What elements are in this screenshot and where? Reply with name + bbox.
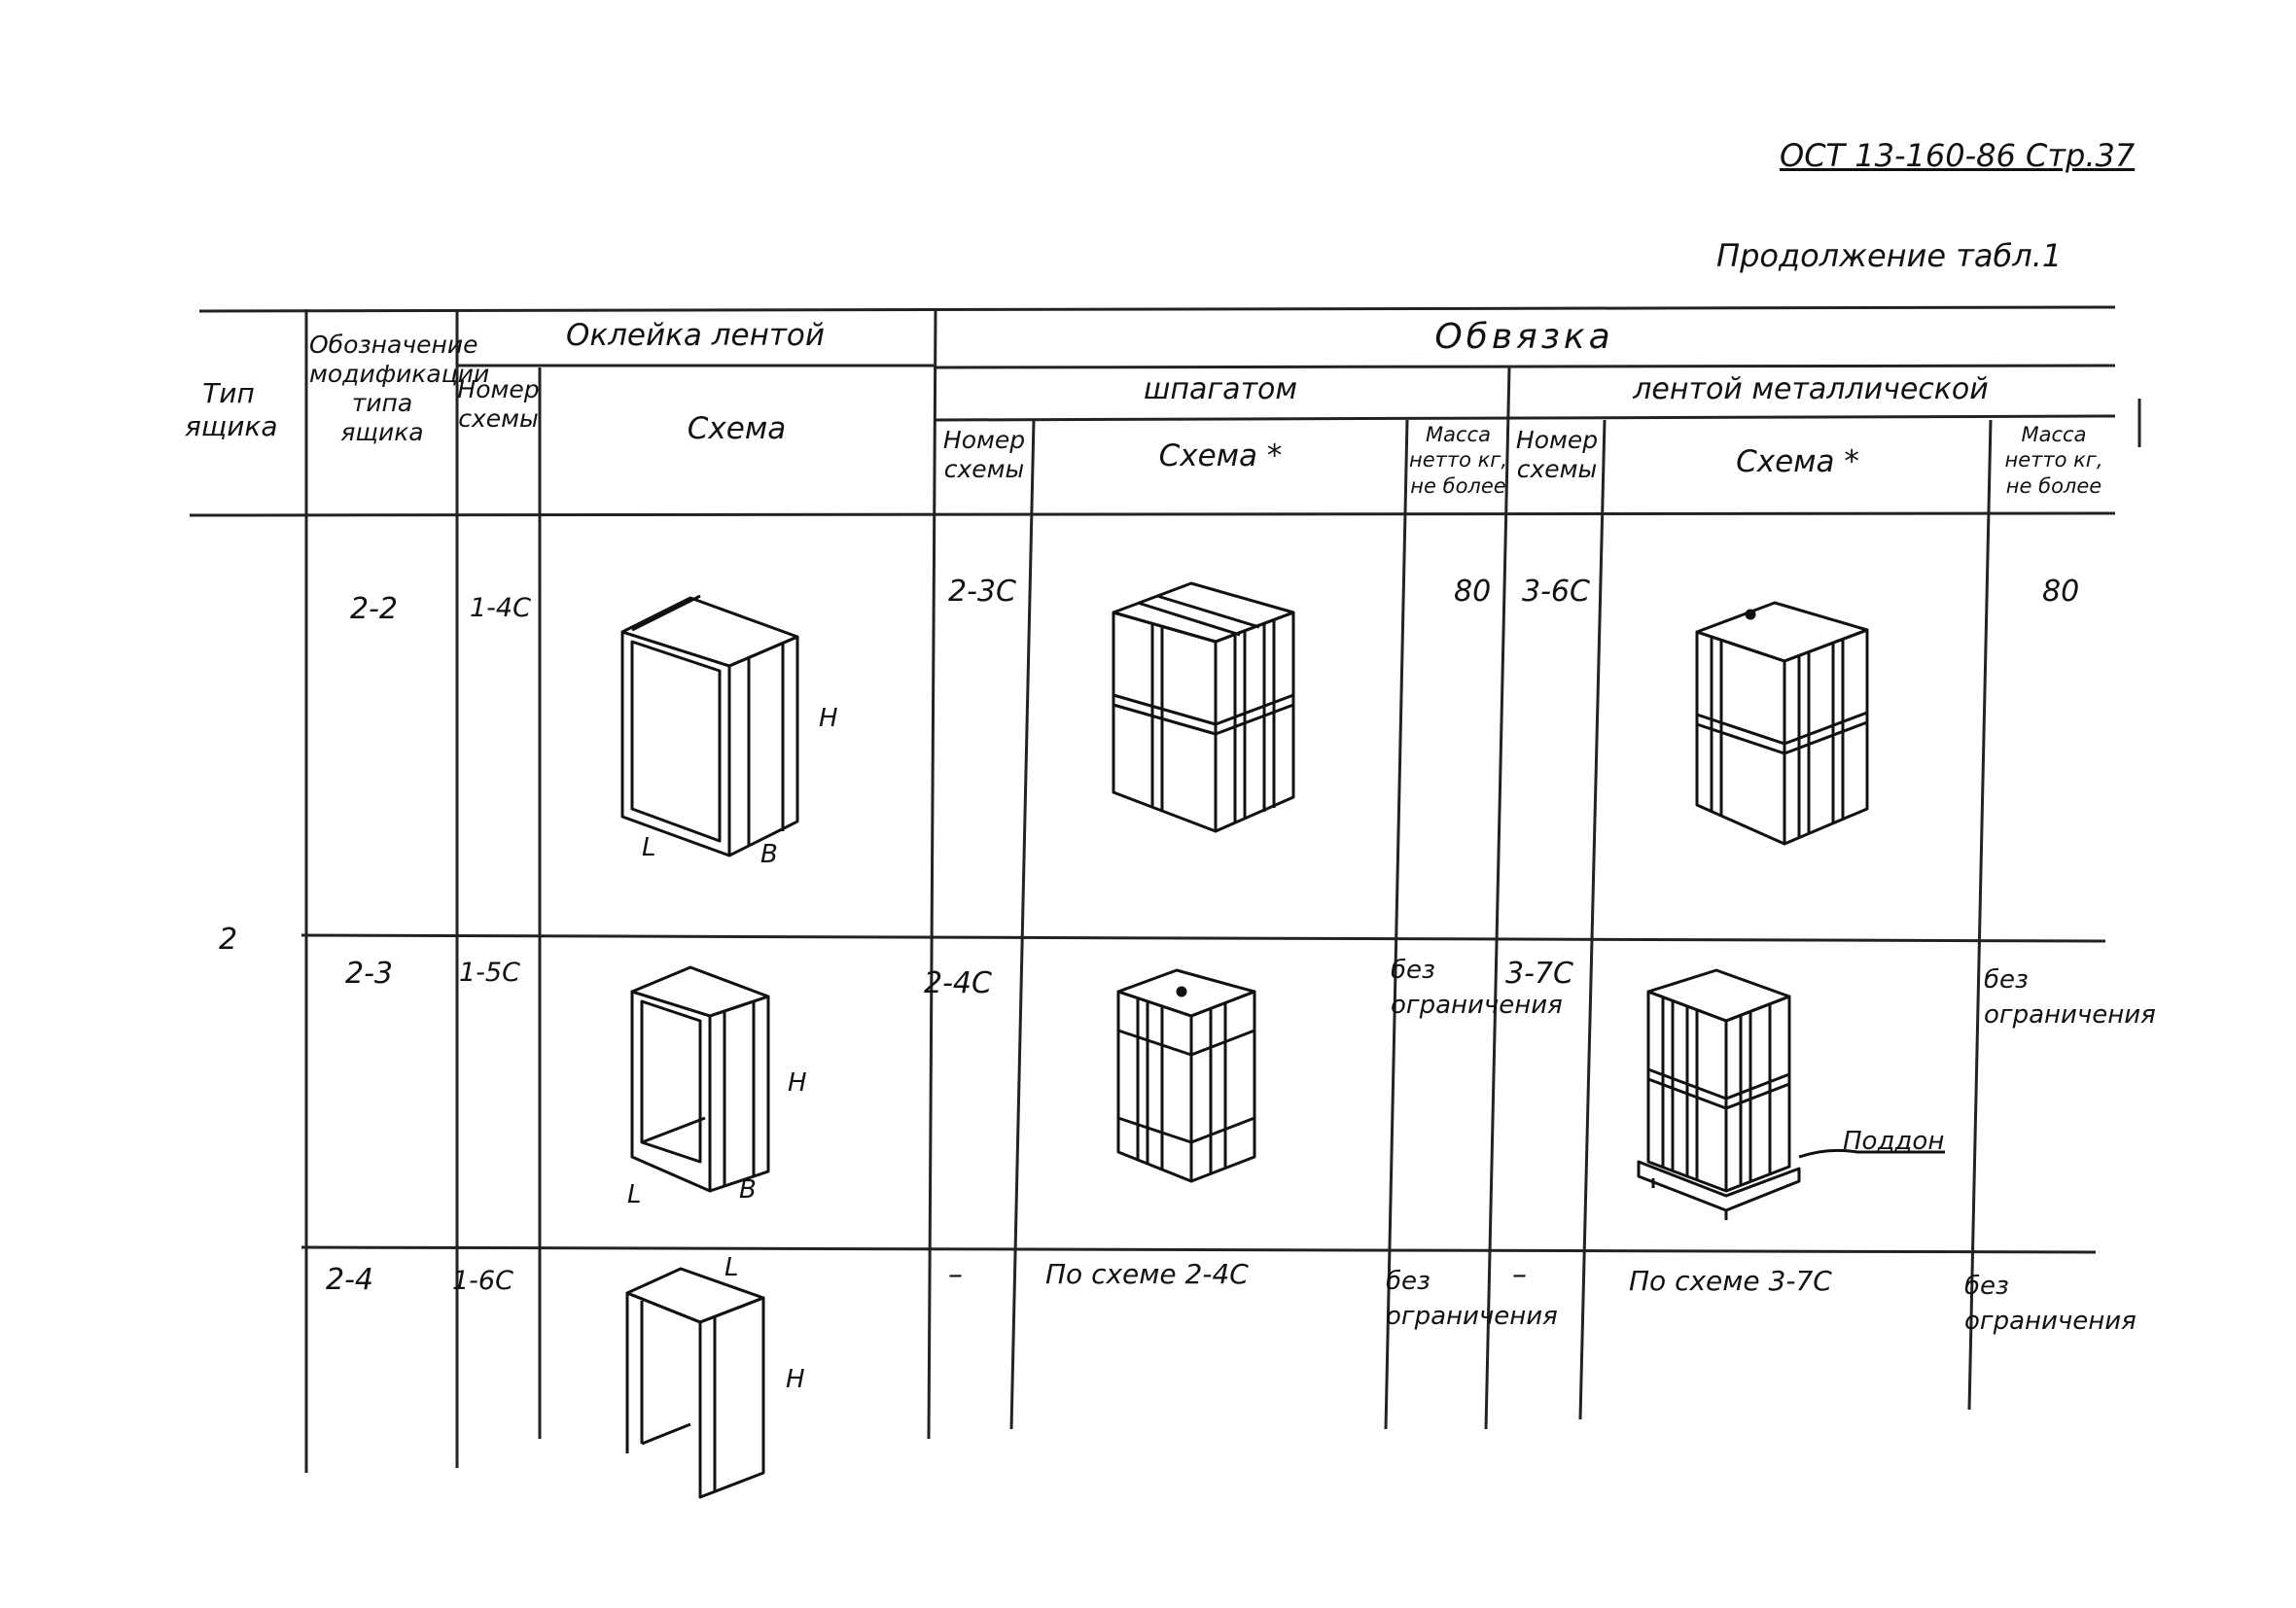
header-metal-scheme: Схема * [1736, 444, 1859, 479]
header-metal-tape: лентой металлической [1633, 372, 1989, 406]
row3-twine-scheme-no: – [948, 1258, 963, 1292]
row1-designation: 2-2 [350, 592, 398, 626]
row3-taping-scheme-drawing [625, 1267, 765, 1499]
row2-metal-scheme-drawing [1637, 968, 1945, 1220]
header-taping-scheme-number: Номер схемы [457, 375, 540, 433]
row3-metal-scheme-text: По схеме 3-7С [1629, 1265, 1832, 1297]
standard-reference: ОСТ 13-160-86 Стр.37 [1780, 137, 2136, 174]
row2-twine-mass: без ограничения [1391, 956, 1563, 1021]
header-designation: Обозначение модификации типа ящика [309, 331, 490, 446]
header-twine-scheme: Схема * [1158, 438, 1283, 473]
row2-dim-h: H [788, 1068, 807, 1098]
header-box-type: Тип ящика [185, 377, 278, 442]
header-metal-mass: Масса нетто кг, не более [2004, 423, 2103, 498]
row2-dim-b: B [739, 1175, 757, 1205]
row3-taping-scheme-no: 1-6С [452, 1266, 513, 1296]
header-taping-scheme: Схема [687, 411, 787, 446]
row3-dim-l: L [724, 1253, 739, 1282]
row2-taping-scheme-no: 1-5С [459, 958, 520, 988]
row3-metal-mass: без ограничения [1964, 1272, 2137, 1337]
row2-twine-scheme-no: 2-4С [924, 966, 992, 1000]
row1-twine-scheme-drawing [1112, 581, 1295, 833]
row3-twine-mass: без ограничения [1386, 1267, 1558, 1332]
continuation-caption: Продолжение табл.1 [1716, 237, 2063, 274]
row3-twine-scheme-text: По схеме 2-4С [1045, 1258, 1249, 1290]
header-strapping: Обвязка [1434, 317, 1614, 357]
row3-designation: 2-4 [326, 1263, 373, 1297]
row1-metal-scheme-drawing [1695, 601, 1869, 846]
row2-twine-scheme-drawing [1116, 968, 1256, 1183]
row1-dim-h: H [819, 704, 838, 733]
row2-metal-mass: без ограничения [1984, 965, 2156, 1031]
row1-taping-scheme-drawing [620, 594, 799, 857]
row3-dim-h: H [786, 1365, 805, 1394]
header-taping: Оклейка лентой [565, 318, 826, 353]
row3-metal-scheme-no: – [1512, 1258, 1527, 1292]
row2-designation: 2-3 [345, 957, 393, 991]
row1-taping-scheme-no: 1-4С [470, 593, 531, 623]
row2-dim-l: L [627, 1180, 642, 1209]
row1-dim-b: B [760, 840, 778, 869]
header-twine-mass: Масса нетто кг, не более [1408, 423, 1508, 498]
header-twine: шпагатом [1143, 372, 1298, 406]
row2-taping-scheme-drawing [630, 965, 770, 1193]
box-type-value: 2 [219, 923, 238, 957]
row1-dim-l: L [642, 833, 656, 862]
row2-metal-scheme-no: 3-7С [1505, 957, 1573, 991]
row1-metal-scheme-no: 3-6С [1522, 575, 1590, 609]
row1-twine-scheme-no: 2-3С [948, 575, 1016, 609]
row1-twine-mass: 80 [1454, 575, 1492, 609]
row2-pallet-label: Поддон [1843, 1127, 1945, 1156]
header-metal-scheme-number: Номер схемы [1515, 426, 1599, 483]
row1-metal-mass: 80 [2042, 575, 2080, 609]
header-twine-scheme-number: Номер схемы [942, 426, 1026, 483]
